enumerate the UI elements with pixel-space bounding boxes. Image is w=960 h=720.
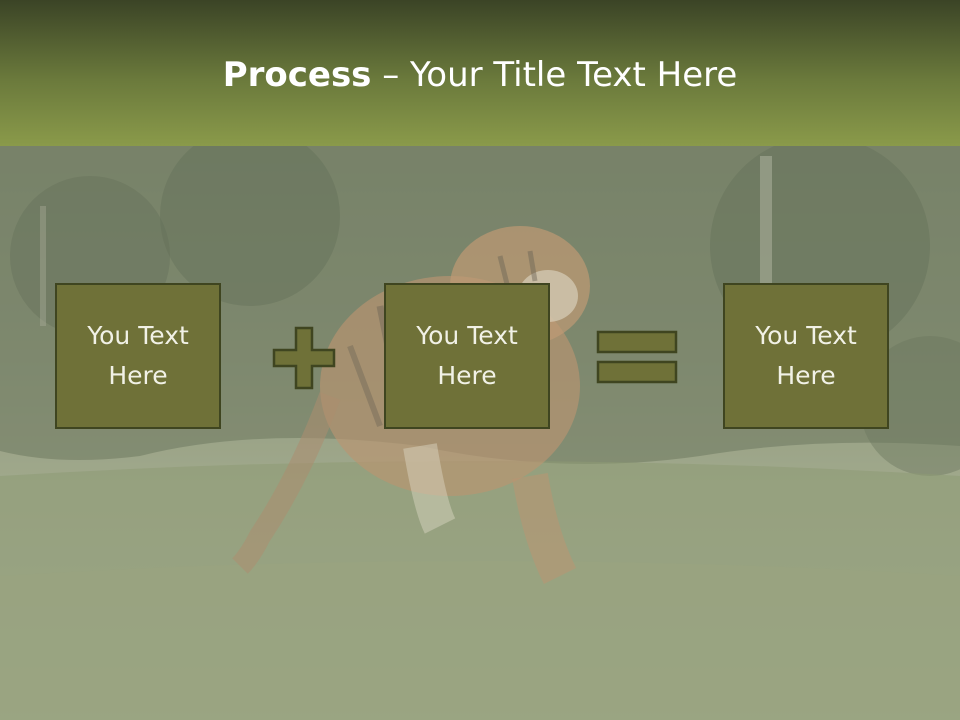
background-photo (0, 146, 960, 720)
equals-icon (596, 330, 678, 384)
title-bold: Process (222, 55, 372, 95)
title-text: – Your Title Text Here (371, 55, 738, 95)
step-2-line-1: You Text (416, 321, 518, 350)
slide-title: Process – Your Title Text Here (0, 53, 960, 97)
background-veil (0, 146, 960, 720)
result-line-2: Here (776, 361, 836, 390)
plus-icon (272, 326, 336, 390)
step-2-line-2: Here (437, 361, 497, 390)
title-bar: Process – Your Title Text Here (0, 0, 960, 146)
step-1-line-1: You Text (87, 321, 189, 350)
step-1-line-2: Here (108, 361, 168, 390)
result-line-1: You Text (755, 321, 857, 350)
